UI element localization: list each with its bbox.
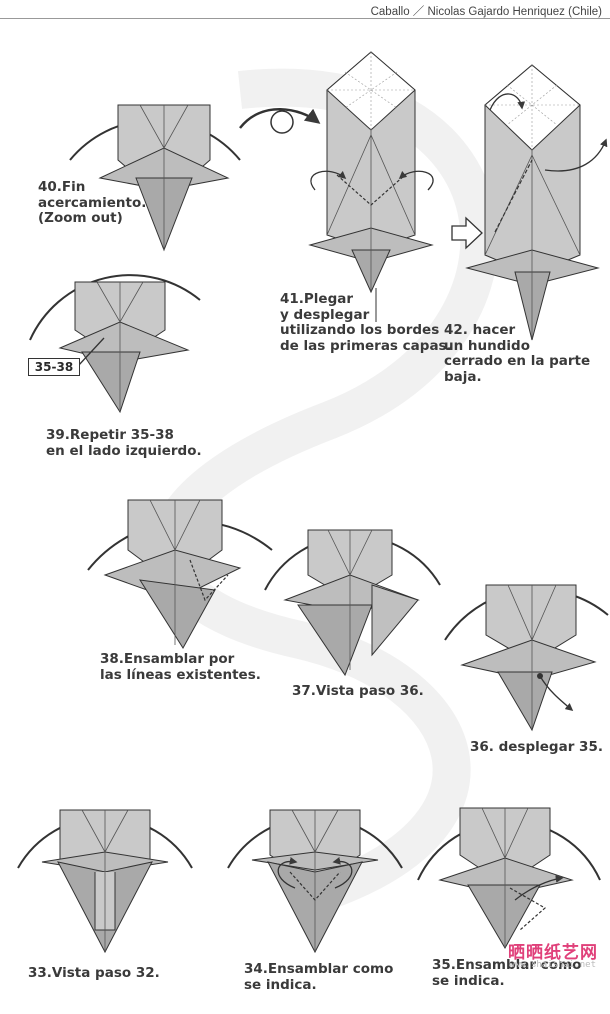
next-arrow xyxy=(451,216,483,250)
step-35-caption: 35.Ensamblar como se indica. xyxy=(432,957,582,989)
step-40-caption: 40.Fin acercamiento. (Zoom out) xyxy=(38,179,147,226)
page-header: Caballo ／ Nicolas Gajardo Henriquez (Chi… xyxy=(370,6,602,18)
step-40-figure xyxy=(69,104,241,252)
step-37-figure xyxy=(264,529,441,677)
step-39-reference-box: 35-38 xyxy=(28,358,80,376)
step-39-caption: 39.Repetir 35-38 en el lado izquierdo. xyxy=(46,427,202,459)
step-41-figure xyxy=(308,51,434,294)
step-38-figure xyxy=(87,499,273,649)
rotate-circle xyxy=(270,110,294,134)
step-42-figure xyxy=(465,64,608,341)
step-37-caption: 37.Vista paso 36. xyxy=(292,683,424,699)
step-42-caption: 42. hacer un hundido cerrado en la parte… xyxy=(444,322,591,385)
header-divider xyxy=(0,18,610,19)
rotate-arrow xyxy=(239,108,321,129)
step-36-caption: 36. desplegar 35. xyxy=(470,739,603,755)
step-34-figure xyxy=(227,809,403,954)
background-swirl xyxy=(149,68,499,908)
step-33-caption: 33.Vista paso 32. xyxy=(28,965,160,981)
step-34-caption: 34.Ensamblar como se indica. xyxy=(244,961,394,993)
watermark-logo: 晒晒纸艺网 xyxy=(508,943,598,963)
step-35-figure xyxy=(417,807,601,950)
step-39-figure xyxy=(29,274,201,414)
step-36-figure xyxy=(444,584,609,732)
step-38-caption: 38.Ensamblar por las líneas existentes. xyxy=(100,651,261,683)
step-33-figure xyxy=(17,809,193,954)
watermark-url: www.shaishai.net xyxy=(509,960,596,970)
step-41-caption: 41.Plegar y desplegar utilizando los bor… xyxy=(280,291,452,354)
